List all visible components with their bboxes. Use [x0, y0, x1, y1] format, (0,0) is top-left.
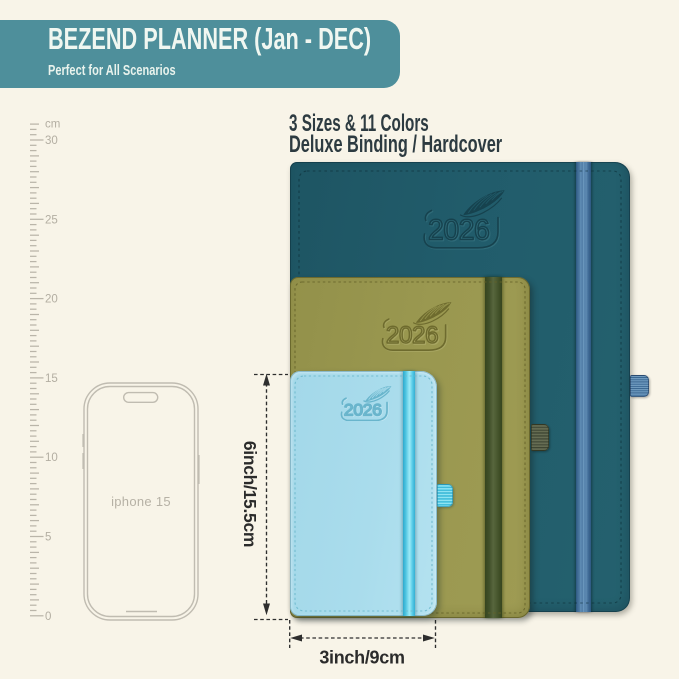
svg-text:6inch/15.5cm: 6inch/15.5cm	[240, 441, 260, 547]
svg-text:0: 0	[45, 611, 51, 623]
svg-text:2026: 2026	[386, 324, 438, 351]
svg-text:2026: 2026	[428, 215, 489, 247]
svg-text:20: 20	[45, 294, 58, 306]
svg-text:3inch/9cm: 3inch/9cm	[319, 648, 404, 668]
svg-text:2026: 2026	[344, 399, 382, 419]
svg-text:25: 25	[45, 214, 58, 226]
svg-text:10: 10	[45, 452, 58, 464]
svg-text:15: 15	[45, 373, 58, 385]
svg-text:2026: 2026	[429, 215, 490, 247]
svg-text:iphone 15: iphone 15	[111, 494, 171, 509]
svg-text:5: 5	[45, 532, 51, 544]
svg-text:cm: cm	[45, 119, 60, 131]
svg-text:30: 30	[45, 135, 58, 147]
svg-text:2026: 2026	[385, 323, 437, 350]
svg-text:2026: 2026	[345, 400, 383, 420]
